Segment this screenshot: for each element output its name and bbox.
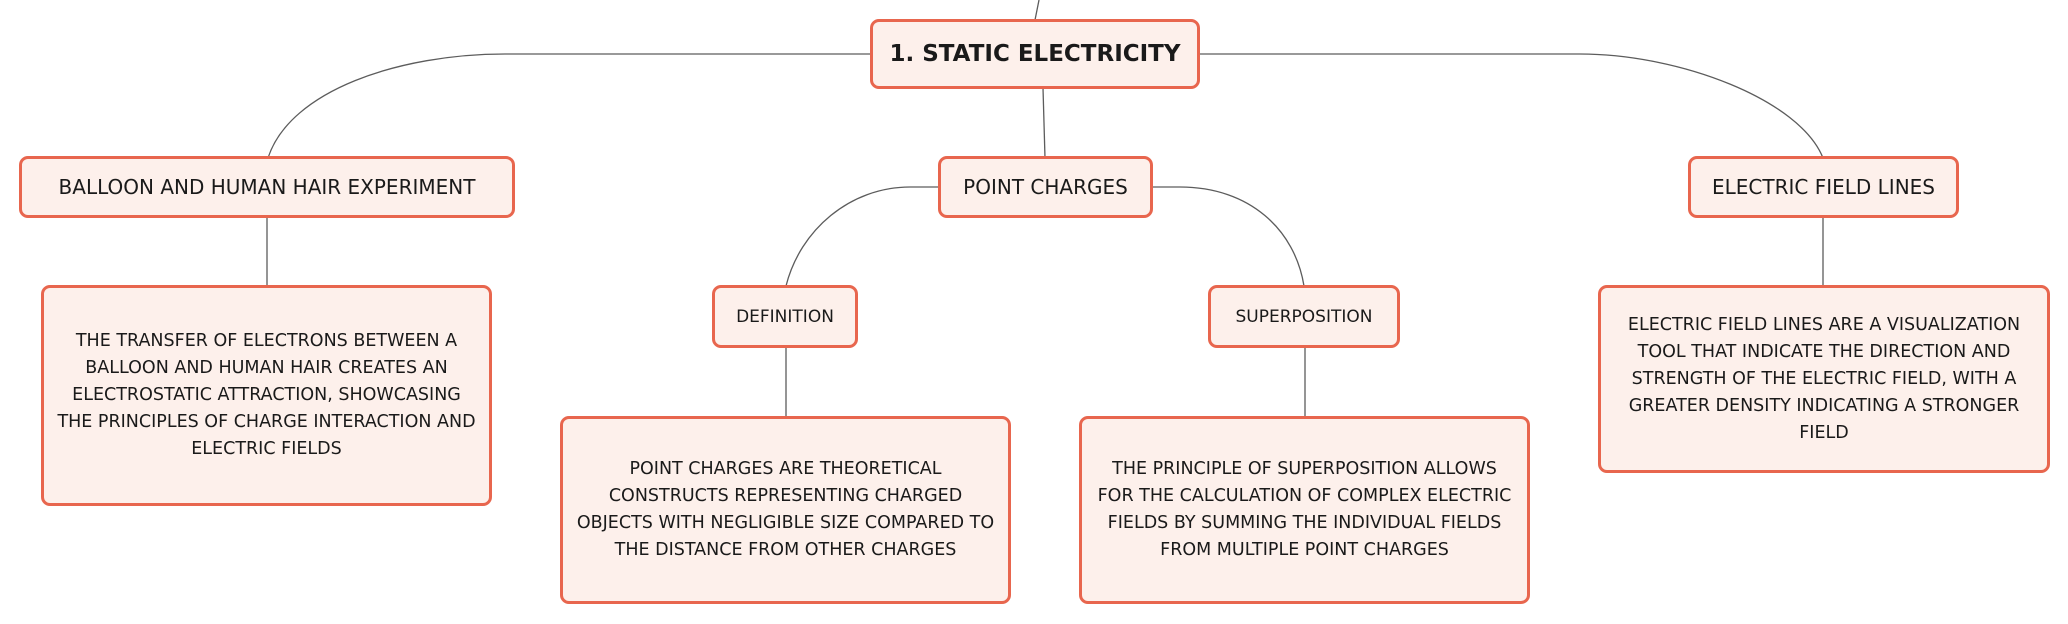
definition-node[interactable]: DEFINITION (712, 285, 858, 348)
balloon-description-node[interactable]: THE TRANSFER OF ELECTRONS BETWEEN A BALL… (41, 285, 492, 506)
connector-point-charges-to-definition (785, 186, 940, 287)
root-node-label: 1. STATIC ELECTRICITY (889, 41, 1181, 67)
definition-label: DEFINITION (736, 306, 834, 327)
electric-field-lines-node[interactable]: ELECTRIC FIELD LINES (1688, 156, 1959, 218)
electric-field-lines-label: ELECTRIC FIELD LINES (1712, 175, 1935, 199)
connector-root-to-balloon (267, 53, 872, 159)
connector-root-to-field-lines (1198, 53, 1824, 159)
point-charges-label: POINT CHARGES (963, 175, 1128, 199)
connector-root-to-point-charges (1042, 87, 1046, 159)
point-charges-node[interactable]: POINT CHARGES (938, 156, 1153, 218)
balloon-experiment-node[interactable]: BALLOON AND HUMAN HAIR EXPERIMENT (19, 156, 515, 218)
superposition-description-node[interactable]: THE PRINCIPLE OF SUPERPOSITION ALLOWS FO… (1079, 416, 1530, 604)
field-lines-description-text: ELECTRIC FIELD LINES ARE A VISUALIZATION… (1627, 314, 2021, 443)
connector-point-charges-to-superposition (1151, 186, 1305, 287)
field-lines-description-node[interactable]: ELECTRIC FIELD LINES ARE A VISUALIZATION… (1598, 285, 2050, 473)
superposition-label: SUPERPOSITION (1235, 306, 1373, 327)
definition-description-text: POINT CHARGES ARE THEORETICAL CONSTRUCTS… (576, 459, 995, 560)
definition-description-node[interactable]: POINT CHARGES ARE THEORETICAL CONSTRUCTS… (560, 416, 1011, 604)
balloon-experiment-label: BALLOON AND HUMAN HAIR EXPERIMENT (58, 175, 476, 199)
connector-parent-to-root (1034, 0, 1040, 21)
superposition-description-text: THE PRINCIPLE OF SUPERPOSITION ALLOWS FO… (1097, 459, 1512, 560)
root-node[interactable]: 1. STATIC ELECTRICITY (870, 19, 1200, 89)
balloon-description-text: THE TRANSFER OF ELECTRONS BETWEEN A BALL… (57, 331, 476, 459)
superposition-node[interactable]: SUPERPOSITION (1208, 285, 1400, 348)
